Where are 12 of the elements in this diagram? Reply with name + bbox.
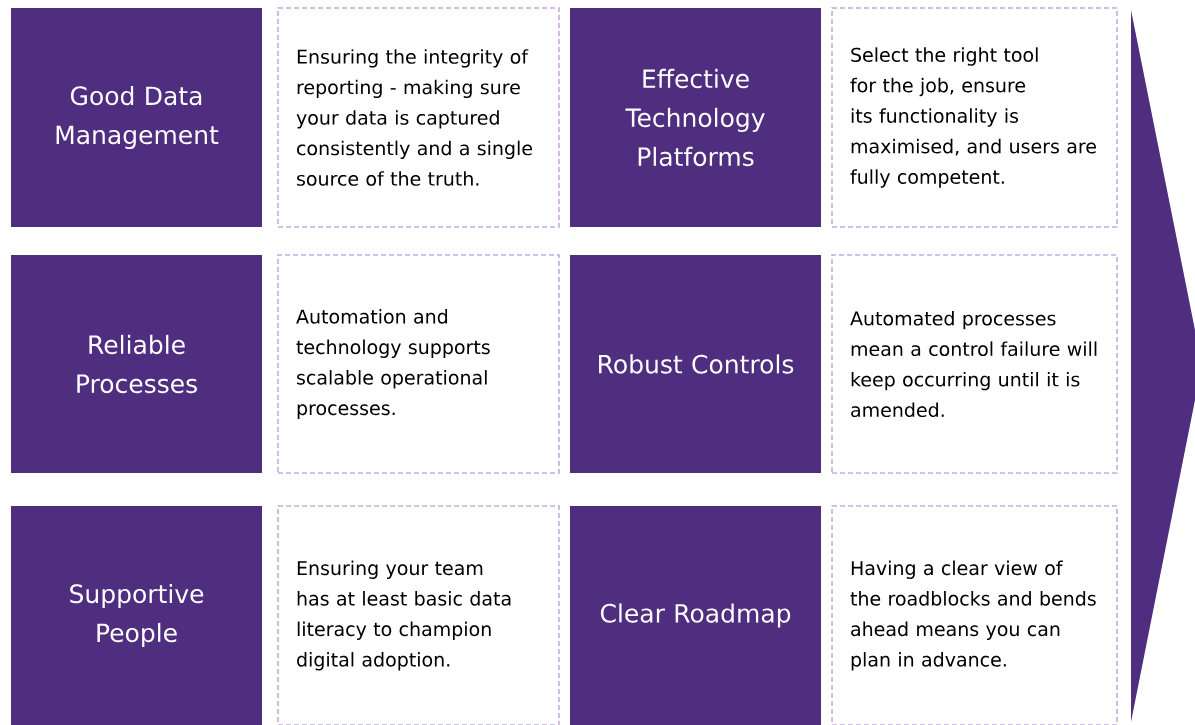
title-box: Reliable Processes [11, 255, 262, 473]
description-box: Ensuring the integrity of reporting - making sure your data is captured consistently and a single source of the truth. [277, 7, 560, 228]
title-box: Supportive People [11, 506, 262, 725]
description-box: Automated processes mean a control failure will keep occurring until it is amended. [831, 254, 1118, 474]
title-box: Good Data Management [11, 8, 262, 227]
description-box: Automation and technology supports scalable operational processes. [277, 254, 560, 474]
description-box: Having a clear view of the roadblocks and bends ahead means you can plan in advance. [831, 505, 1118, 725]
description-box: Ensuring your team has at least basic data literacy to champion digital adoption. [277, 505, 560, 725]
title-box: Robust Controls [570, 255, 821, 473]
description-box: Select the right tool for the job, ensure its functionality is maximised, and users are fully competent. [831, 7, 1118, 228]
title-box: Clear Roadmap [570, 506, 821, 725]
title-box: Effective Technology Platforms [570, 8, 821, 227]
